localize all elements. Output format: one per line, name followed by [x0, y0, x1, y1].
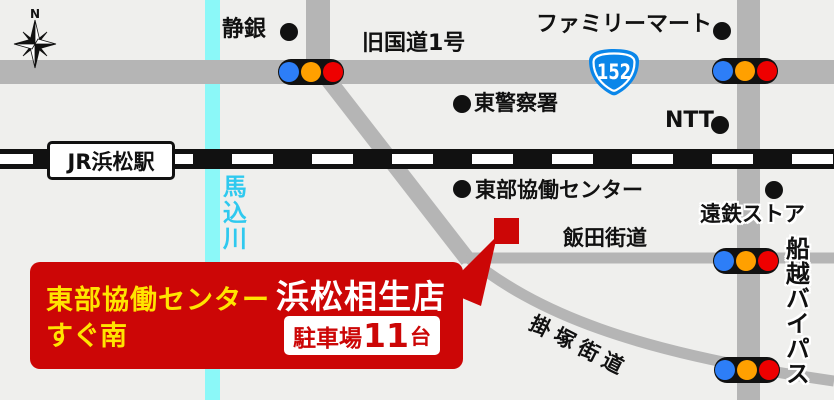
iida-kaido-label: 飯田街道: [563, 226, 647, 250]
route-152-shield: 152: [589, 49, 639, 96]
store-callout: 東部協働センター すぐ南 浜松相生店 駐車場 11 台: [30, 262, 463, 369]
orange-lamp-icon: [301, 62, 321, 82]
parking-badge: 駐車場 11 台: [284, 316, 440, 355]
parking-count: 11: [363, 316, 409, 355]
blue-lamp-icon: [713, 61, 733, 81]
old-route1-label: 旧国道1号: [362, 31, 466, 56]
familymart-dot: [713, 22, 731, 40]
familymart-label: ファミリーマート: [536, 12, 713, 37]
entetsu-store-dot: [765, 181, 783, 199]
red-lamp-icon: [758, 251, 778, 271]
traffic-light-4: [714, 357, 780, 383]
orange-lamp-icon: [735, 61, 755, 81]
compass-north-label: N: [30, 7, 40, 21]
traffic-light-3: [713, 248, 779, 274]
railway-jr-line: [0, 149, 834, 169]
tobu-center-dot: [453, 180, 471, 198]
red-lamp-icon: [757, 61, 777, 81]
store-name: 浜松相生店: [276, 277, 446, 316]
orange-lamp-icon: [737, 360, 757, 380]
blue-lamp-icon: [715, 360, 735, 380]
red-lamp-icon: [759, 360, 779, 380]
station-label: JR浜松駅: [67, 149, 155, 174]
compass-icon: N: [13, 7, 57, 69]
road-funakoshi-bypass: [737, 0, 760, 400]
callout-line1: 東部協働センター: [46, 285, 270, 316]
red-lamp-icon: [323, 62, 343, 82]
parking-label: 駐車場: [293, 325, 363, 352]
route-number: 152: [597, 60, 631, 84]
ntt-dot: [711, 116, 729, 134]
ntt-label: NTT: [665, 108, 714, 133]
blue-lamp-icon: [714, 251, 734, 271]
road-kakezuka-kaido: [462, 251, 834, 387]
blue-lamp-icon: [279, 62, 299, 82]
traffic-light-2: [712, 58, 778, 84]
funakoshi-bypass-label: 船越バイパス: [781, 236, 810, 386]
police-label: 東警察署: [474, 91, 558, 115]
station-label-box: JR浜松駅: [47, 141, 175, 180]
shizugin-dot: [280, 23, 298, 41]
shizugin-label: 静銀: [222, 17, 267, 42]
entetsu-store-label: 遠鉄ストア: [700, 202, 805, 226]
police-dot: [453, 95, 471, 113]
orange-lamp-icon: [736, 251, 756, 271]
tobu-center-label: 東部協働センター: [475, 178, 643, 202]
parking-unit: 台: [409, 325, 431, 349]
river-label: 馬込川: [218, 174, 247, 252]
road-north-branch: [306, 0, 330, 70]
store-marker: [494, 218, 519, 244]
callout-line2: すぐ南: [46, 321, 127, 352]
traffic-light-1: [278, 59, 344, 85]
road-old-route1: [0, 60, 834, 84]
